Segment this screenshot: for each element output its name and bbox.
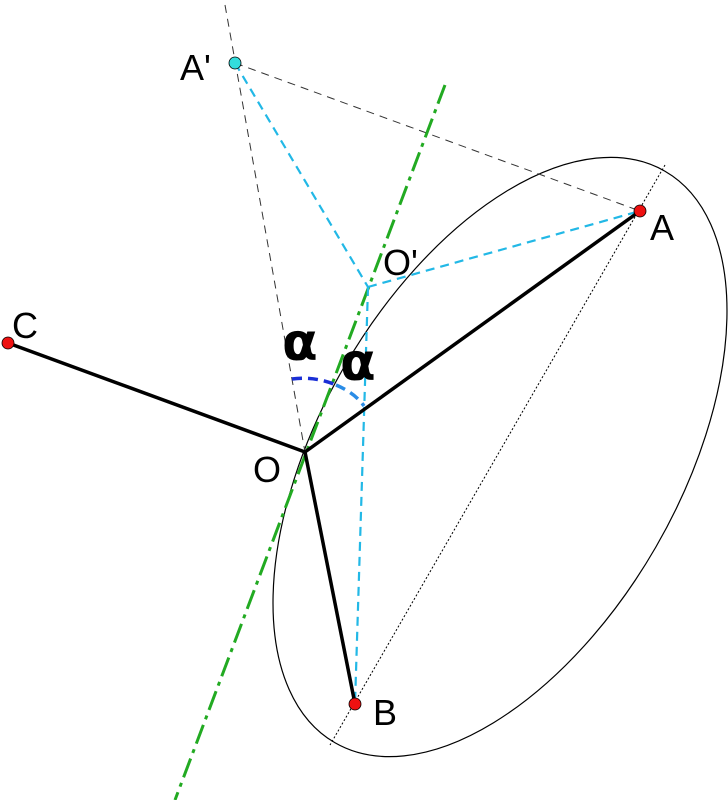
label-o: O	[253, 449, 281, 490]
dashed-line-aprime-o	[224, 4, 306, 453]
point-a-prime	[228, 56, 242, 70]
reflection-lines	[234, 62, 641, 705]
point-a	[633, 204, 647, 218]
angle-arc-1	[291, 376, 337, 387]
point-b	[348, 697, 362, 711]
symmetry-axis	[173, 84, 447, 800]
label-c: C	[12, 305, 38, 346]
label-a: A	[650, 207, 674, 248]
dotted-line-ab	[329, 164, 666, 746]
label-a-prime: A'	[180, 47, 211, 88]
point-c	[1, 336, 15, 350]
label-alpha-1: α	[282, 313, 318, 373]
segments	[7, 209, 642, 705]
label-b: B	[373, 692, 397, 733]
label-alpha-2: α	[340, 333, 376, 393]
label-o-prime: O'	[383, 242, 418, 283]
angle-arc-2	[335, 383, 366, 408]
ellipse	[272, 156, 728, 758]
dashed-line-aprime-a	[234, 62, 641, 212]
